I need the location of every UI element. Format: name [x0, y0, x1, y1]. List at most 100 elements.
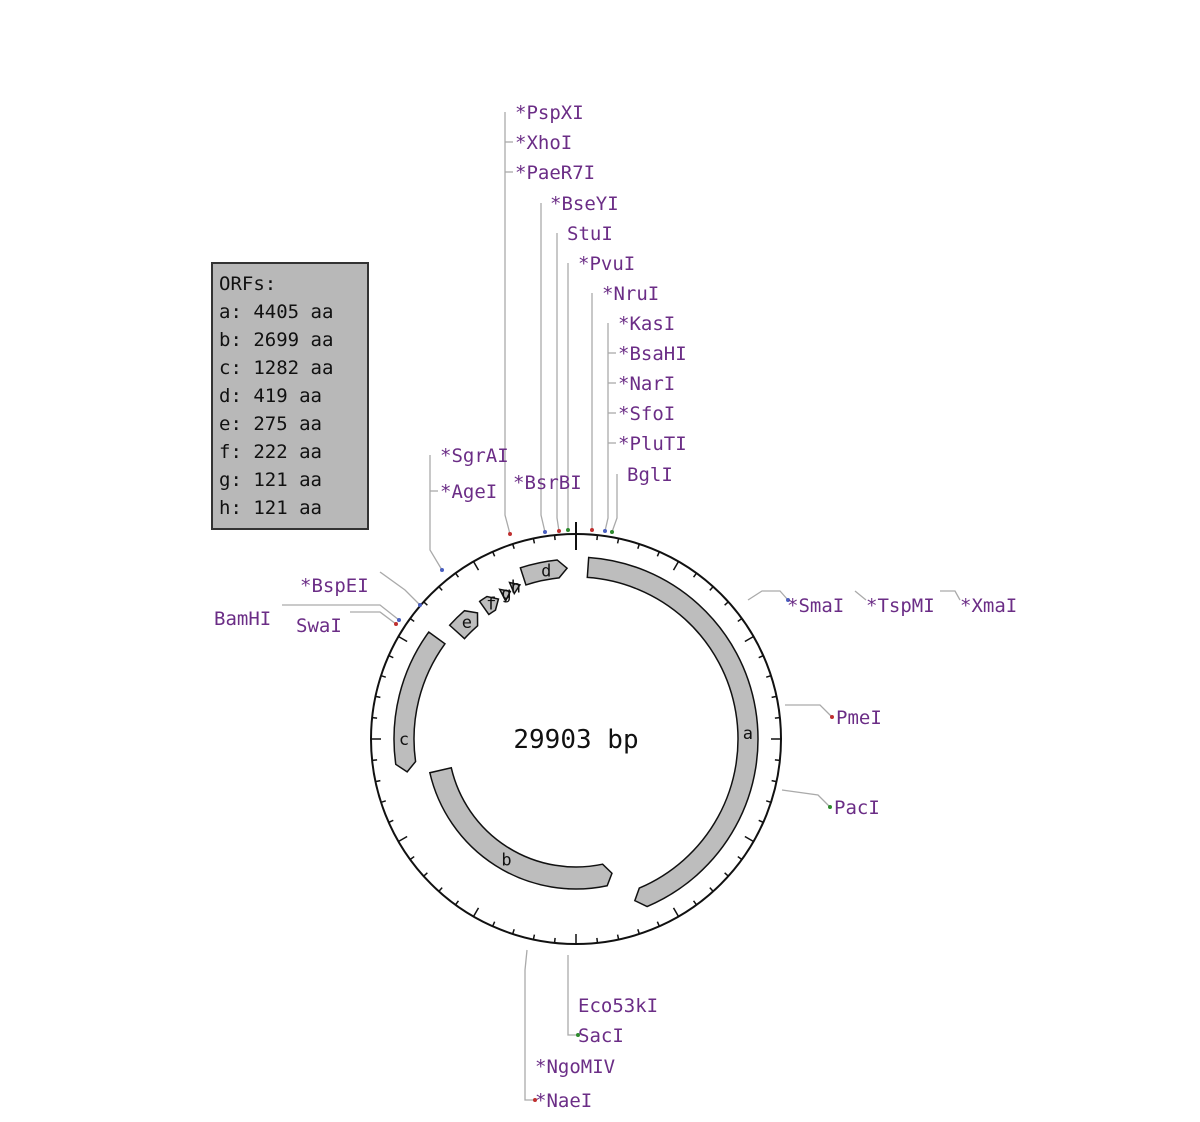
orf-e[interactable] — [448, 609, 479, 640]
scale-tick — [388, 654, 394, 659]
orf-d[interactable] — [519, 559, 569, 586]
scale-tick — [532, 934, 536, 940]
enzyme-label[interactable]: *PaeR7I — [515, 162, 595, 184]
scale-tick — [672, 907, 680, 917]
scale-tick — [596, 535, 599, 541]
enzyme-label[interactable]: *PluTI — [618, 433, 687, 455]
orf-label: e — [462, 613, 472, 633]
enzyme-label[interactable]: *NarI — [618, 373, 675, 395]
scale-tick — [491, 551, 496, 557]
scale-tick — [380, 674, 387, 678]
scale-tick — [388, 819, 394, 824]
enzyme-label[interactable]: BamHI — [214, 608, 271, 630]
orf-label: f — [486, 594, 496, 614]
scale-tick — [372, 759, 378, 762]
orf-legend: ORFs: a: 4405 aa b: 2699 aa c: 1282 aa d… — [211, 262, 369, 530]
cut-site-mark — [610, 530, 614, 534]
enzyme-leader-line — [524, 949, 535, 1101]
scale-tick — [744, 635, 754, 643]
enzyme-label[interactable]: *XmaI — [960, 595, 1017, 617]
orf-f[interactable] — [478, 595, 500, 616]
cut-site-mark — [397, 618, 401, 622]
scale-tick — [553, 535, 556, 541]
scale-tick — [737, 855, 743, 861]
scale-tick — [774, 759, 780, 762]
enzyme-label[interactable]: *SfoI — [618, 403, 675, 425]
orf-c[interactable] — [393, 630, 446, 773]
enzyme-label[interactable]: BglI — [627, 464, 673, 486]
cut-site-mark — [786, 598, 790, 602]
enzyme-label[interactable]: *AgeI — [440, 481, 497, 503]
orf-label: b — [501, 850, 511, 870]
scale-tick — [398, 835, 408, 843]
scale-tick — [758, 654, 764, 659]
enzyme-label[interactable]: *NaeI — [535, 1090, 592, 1112]
enzyme-label[interactable]: SacI — [578, 1025, 624, 1047]
cut-site-mark — [533, 1098, 537, 1102]
scale-tick — [511, 543, 515, 550]
enzyme-leader-line — [556, 233, 560, 532]
scale-tick — [637, 928, 641, 935]
enzyme-label[interactable]: *NgoMIV — [535, 1056, 615, 1078]
enzyme-leader-line — [567, 955, 578, 1036]
enzyme-label[interactable]: *BsaHI — [618, 343, 687, 365]
scale-tick — [375, 695, 381, 699]
scale-tick — [758, 819, 764, 824]
cut-site-mark — [557, 529, 561, 533]
enzyme-label[interactable]: *BseYI — [550, 193, 619, 215]
scale-tick — [774, 716, 780, 719]
enzyme-label[interactable]: *SmaI — [787, 595, 844, 617]
orf-h[interactable] — [508, 581, 522, 596]
orf-a[interactable] — [586, 556, 759, 908]
scale-tick — [637, 543, 641, 550]
scale-tick — [771, 779, 777, 783]
orf-legend-item: c: 1282 aa — [219, 357, 334, 379]
enzyme-label[interactable]: *KasI — [618, 313, 675, 335]
scale-tick — [724, 872, 729, 877]
orf-legend-item: f: 222 aa — [219, 441, 322, 463]
enzyme-label[interactable]: PmeI — [836, 707, 882, 729]
orf-b[interactable] — [428, 766, 613, 890]
orf-legend-item: d: 419 aa — [219, 385, 322, 407]
scale-tick — [532, 538, 536, 544]
enzyme-label[interactable]: *SgrAI — [440, 445, 509, 467]
orf-legend-item: a: 4405 aa — [219, 301, 334, 323]
orf-label: h — [511, 577, 521, 597]
scale-tick — [409, 617, 415, 623]
enzyme-leader-line — [611, 474, 618, 533]
enzyme-label[interactable]: *PvuI — [578, 253, 635, 275]
enzyme-leader-line — [282, 604, 400, 621]
orf-legend-item: b: 2699 aa — [219, 329, 334, 351]
enzyme-label[interactable]: *XhoI — [515, 132, 572, 154]
scale-tick — [616, 538, 620, 544]
scale-tick — [398, 635, 408, 643]
scale-tick — [596, 937, 599, 943]
enzyme-label[interactable]: PacI — [834, 797, 880, 819]
enzyme-label[interactable]: SwaI — [296, 615, 342, 637]
cut-site-mark — [576, 1033, 580, 1037]
enzyme-label[interactable]: *BspEI — [300, 575, 369, 597]
cut-site-mark — [566, 528, 570, 532]
orf-label: c — [399, 730, 409, 750]
scale-tick — [423, 872, 428, 877]
enzyme-label[interactable]: Eco53kI — [578, 995, 658, 1017]
orf-label: a — [743, 724, 753, 744]
enzyme-leader-line — [429, 455, 443, 571]
orf-legend-heading: ORFs: — [219, 273, 277, 295]
cut-site-mark — [830, 715, 834, 719]
enzyme-label[interactable]: *BsrBI — [513, 472, 582, 494]
enzyme-label[interactable]: StuI — [567, 223, 613, 245]
scale-tick — [472, 907, 480, 917]
cut-site-mark — [440, 568, 444, 572]
scale-tick — [765, 674, 772, 678]
cut-site-mark — [603, 529, 607, 533]
scale-tick — [656, 921, 661, 927]
scale-tick — [375, 779, 381, 783]
enzyme-label[interactable]: *PspXI — [515, 102, 584, 124]
enzyme-leader-line — [350, 611, 397, 625]
enzyme-label[interactable]: *NruI — [602, 283, 659, 305]
orf-g[interactable] — [498, 588, 512, 603]
scale-tick — [709, 586, 714, 591]
enzyme-label[interactable]: *TspMI — [866, 595, 935, 617]
